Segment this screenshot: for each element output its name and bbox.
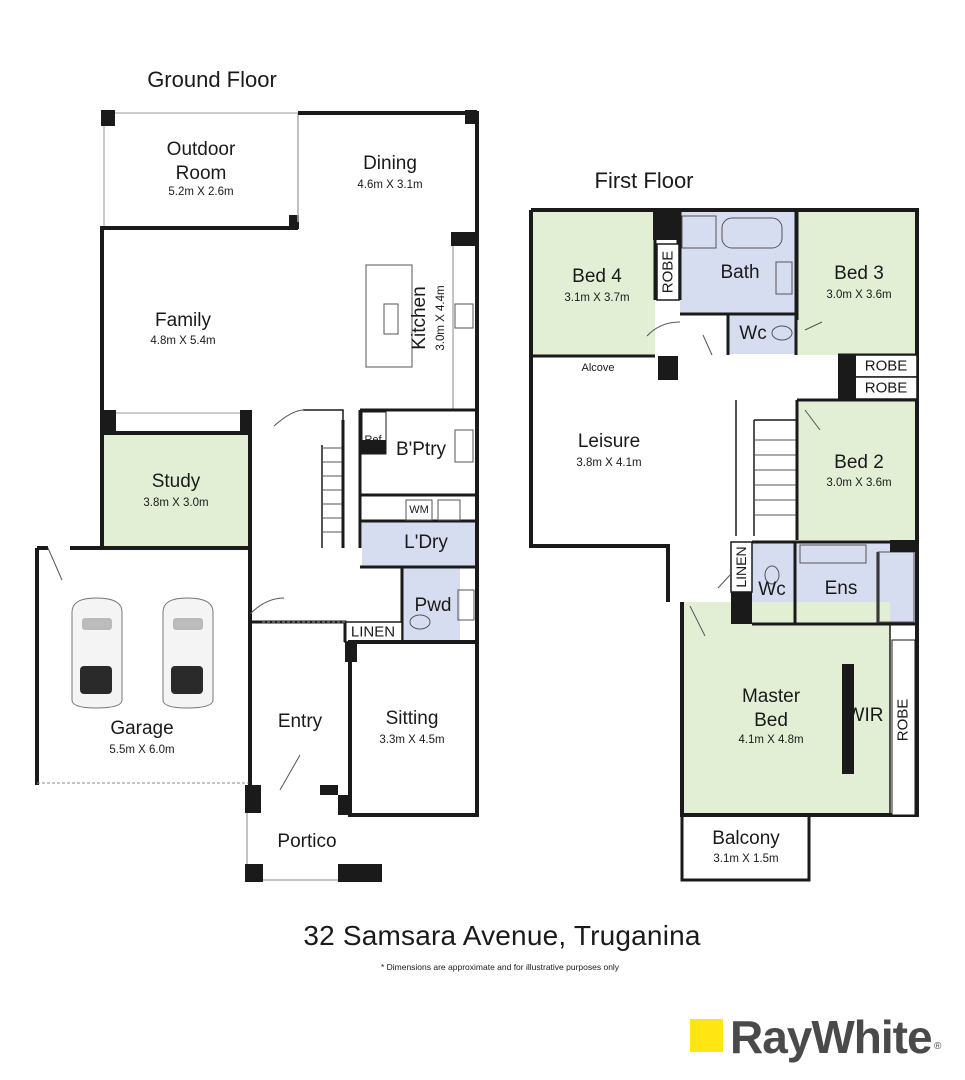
sitting-walls (348, 640, 479, 817)
raywhite-yellow-square-icon (690, 1019, 723, 1052)
first-floor-title: First Floor (594, 168, 694, 193)
car-right (162, 597, 214, 709)
outdoor-post-1 (101, 110, 115, 126)
outdoor-room-label-2: Room (175, 163, 227, 184)
leisure-label: Leisure (577, 431, 641, 452)
robe2-label: ROBE (864, 379, 908, 397)
bed2-dim: 3.0m X 3.6m (826, 477, 892, 489)
ground-floor-title: Ground Floor (147, 67, 277, 92)
laundry-fill (362, 521, 476, 567)
outdoor-room-dim: 5.2m X 2.6m (168, 186, 234, 198)
master-bed-label-2: Bed (754, 710, 788, 731)
linen-first-label: LINEN (733, 546, 749, 588)
staircase-ground (303, 409, 344, 548)
washing-machine-label: WM (409, 504, 429, 516)
powder-label: Pwd (414, 595, 452, 616)
study-dim: 3.8m X 3.0m (143, 497, 209, 509)
garage-label: Garage (110, 718, 174, 739)
raywhite-logo: RayWhite ® (690, 1011, 950, 1063)
ground-floor-plan (35, 110, 479, 882)
bed4-dim: 3.1m X 3.7m (564, 292, 630, 304)
balcony-label: Balcony (712, 828, 780, 849)
raywhite-wordmark: RayWhite (730, 1011, 933, 1063)
linen-ground-label: LINEN (350, 623, 396, 641)
dining-left-post (289, 215, 299, 229)
kitchen-island (365, 264, 413, 368)
family-dim: 4.8m X 5.4m (150, 335, 216, 347)
wc-upper-fill (728, 314, 796, 354)
laundry-walls (360, 519, 477, 569)
bath-label: Bath (720, 262, 760, 283)
property-address: 32 Samsara Avenue, Truganina (303, 920, 701, 951)
balcony-walls (680, 815, 811, 882)
portico-label: Portico (277, 831, 337, 852)
garage-dim: 5.5m X 6.0m (109, 744, 175, 756)
ens-walls (752, 540, 917, 626)
leisure-dim: 3.8m X 4.1m (576, 457, 642, 469)
outdoor-room-label: Outdoor (166, 139, 236, 160)
alcove-label: Alcove (581, 362, 615, 374)
bath-fill (680, 212, 796, 314)
entry-walls (248, 600, 347, 785)
wir-label: WIR (846, 705, 884, 726)
kitchen-label: Kitchen (409, 286, 430, 350)
bed3-fill (797, 212, 915, 355)
ground-outer-wall-top (298, 111, 479, 640)
dimensions-disclaimer: * Dimensions are approximate and for ill… (380, 962, 620, 972)
ens-label: Ens (824, 578, 858, 599)
master-bed-dim: 4.1m X 4.8m (738, 734, 804, 746)
car-left (71, 597, 123, 709)
dining-label: Dining (363, 153, 417, 174)
registered-mark: ® (934, 1041, 942, 1052)
sitting-label: Sitting (385, 708, 439, 729)
robe1-label: ROBE (864, 357, 908, 375)
bed4-fill (531, 212, 655, 356)
bed3-label: Bed 3 (834, 263, 884, 284)
robe-master-outline (891, 639, 916, 816)
first-floor-plan (529, 208, 919, 882)
sitting-dim: 3.3m X 4.5m (379, 734, 445, 746)
robe-bed4-label: ROBE (659, 250, 677, 294)
first-outer-wall (529, 208, 919, 817)
powder-fill (402, 567, 460, 642)
bptry-label: B'Ptry (395, 439, 447, 460)
kitchen-dim: 3.0m X 4.4m (435, 285, 447, 351)
family-label: Family (155, 310, 211, 331)
wc-upper-label: Wc (739, 323, 767, 344)
bed2-label: Bed 2 (834, 452, 884, 473)
entry-label: Entry (277, 711, 323, 732)
laundry-label: L'Dry (404, 532, 448, 553)
robe-master-label: ROBE (894, 698, 912, 742)
bath-walls (678, 212, 798, 355)
study-fill (104, 433, 250, 547)
staircase-first (735, 400, 797, 536)
wc-ens-label: Wc (758, 579, 786, 600)
bed4-label: Bed 4 (572, 266, 622, 287)
dining-dim: 4.6m X 3.1m (357, 179, 423, 191)
fridge-label: Ref (364, 434, 382, 446)
butlers-pantry-walls (360, 408, 477, 497)
balcony-dim: 3.1m X 1.5m (713, 853, 779, 865)
master-bed-label: Master (741, 686, 801, 707)
study-label: Study (151, 471, 201, 492)
bed2-fill (797, 400, 915, 540)
outdoor-room-outline (103, 112, 298, 228)
bed3-dim: 3.0m X 3.6m (826, 289, 892, 301)
master-fill (682, 602, 890, 814)
